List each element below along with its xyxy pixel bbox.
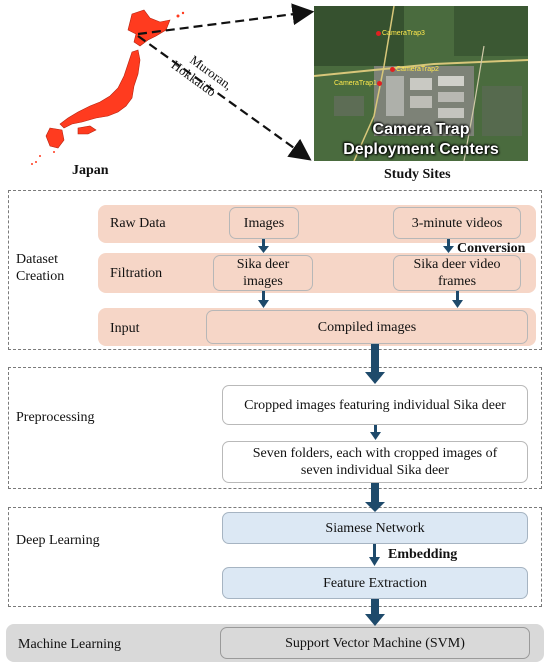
machine-learning-label: Machine Learning (18, 637, 122, 652)
study-sites-label: Study Sites (384, 167, 451, 182)
raw-data-label: Raw Data (110, 216, 166, 231)
dataset-creation-label: Dataset Creation (16, 252, 65, 284)
videos-box: 3-minute videos (393, 207, 521, 239)
feature-extraction-box: Feature Extraction (222, 567, 528, 599)
preprocessing-section (8, 367, 542, 489)
images-box: Images (229, 207, 299, 239)
camera-trap-1-pin: CameraTrap1 (334, 80, 383, 87)
compiled-images-box: Compiled images (206, 310, 528, 344)
embedding-label: Embedding (388, 547, 458, 562)
cropped-images-box: Cropped images featuring individual Sika… (222, 385, 528, 425)
deep-learning-label: Deep Learning (16, 533, 100, 548)
conversion-label: Conversion (457, 241, 526, 256)
deep-learning-section (8, 507, 542, 607)
satellite-title: Camera Trap Deployment Centers (343, 121, 499, 158)
camera-trap-3-pin: CameraTrap3 (376, 30, 425, 37)
preprocessing-label: Preprocessing (16, 410, 95, 425)
satellite-image: CameraTrap3 CameraTrap2 CameraTrap1 Came… (314, 6, 528, 161)
input-label: Input (110, 321, 140, 336)
svm-box: Support Vector Machine (SVM) (220, 627, 530, 659)
japan-label: Japan (72, 163, 109, 178)
region-pointer-arrows (137, 3, 315, 161)
siamese-network-box: Siamese Network (222, 512, 528, 544)
camera-trap-2-pin: CameraTrap2 (390, 66, 439, 73)
filtration-label: Filtration (110, 266, 163, 281)
seven-folders-box: Seven folders, each with cropped images … (222, 441, 528, 483)
dataset-creation-section (8, 190, 542, 350)
